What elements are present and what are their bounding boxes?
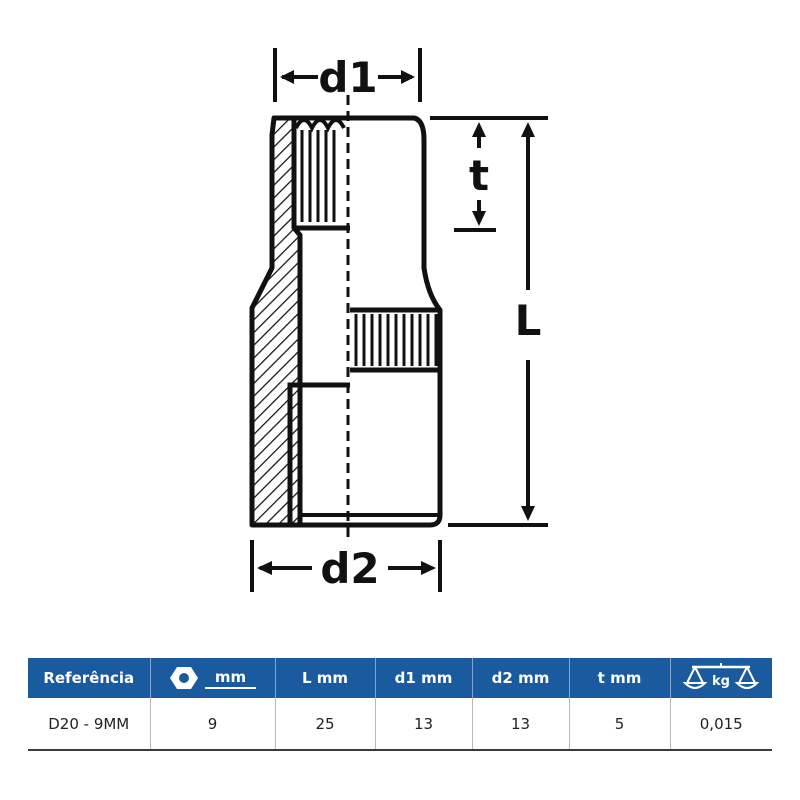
cell-weight: 0,015 bbox=[670, 698, 772, 751]
dimension-L bbox=[448, 122, 548, 527]
hex-nut-icon bbox=[169, 667, 198, 689]
header-size-unit: mm bbox=[204, 668, 257, 689]
spec-header-row: Referência mm L mm d1 mm d2 mm t mm bbox=[28, 658, 772, 698]
header-kg-label: kg bbox=[712, 674, 730, 689]
table-row: D20 - 9MM 9 25 13 13 5 0,015 bbox=[28, 698, 772, 751]
cell-L: 25 bbox=[275, 698, 376, 751]
dimension-d1 bbox=[273, 48, 422, 102]
header-L: L mm bbox=[275, 658, 376, 698]
socket-technical-drawing: d1 d2 t L bbox=[249, 48, 548, 593]
label-d2: d2 bbox=[320, 544, 379, 593]
header-d2: d2 mm bbox=[472, 658, 570, 698]
section-hatch bbox=[249, 115, 303, 528]
socket-outline bbox=[294, 115, 443, 528]
balance-scale-icon: kg bbox=[682, 663, 760, 689]
header-size-mm: mm bbox=[150, 658, 276, 698]
header-t: t mm bbox=[569, 658, 671, 698]
dimension-t bbox=[430, 116, 548, 232]
label-L: L bbox=[515, 296, 542, 345]
header-d1: d1 mm bbox=[375, 658, 473, 698]
label-d1: d1 bbox=[318, 53, 377, 102]
dimension-d2 bbox=[250, 540, 442, 592]
cell-d2: 13 bbox=[472, 698, 570, 751]
header-weight: kg bbox=[670, 658, 772, 698]
spec-table-container: Referência mm L mm d1 mm d2 mm t mm bbox=[28, 658, 772, 751]
drive-bore bbox=[287, 382, 440, 525]
spec-table: Referência mm L mm d1 mm d2 mm t mm bbox=[28, 658, 772, 751]
cell-t: 5 bbox=[569, 698, 671, 751]
knurled-band bbox=[350, 307, 440, 373]
label-t: t bbox=[469, 151, 489, 200]
header-referencia: Referência bbox=[28, 658, 151, 698]
broach-top bbox=[294, 118, 350, 231]
cell-referencia: D20 - 9MM bbox=[28, 698, 151, 751]
cell-size: 9 bbox=[150, 698, 276, 751]
cell-d1: 13 bbox=[375, 698, 473, 751]
